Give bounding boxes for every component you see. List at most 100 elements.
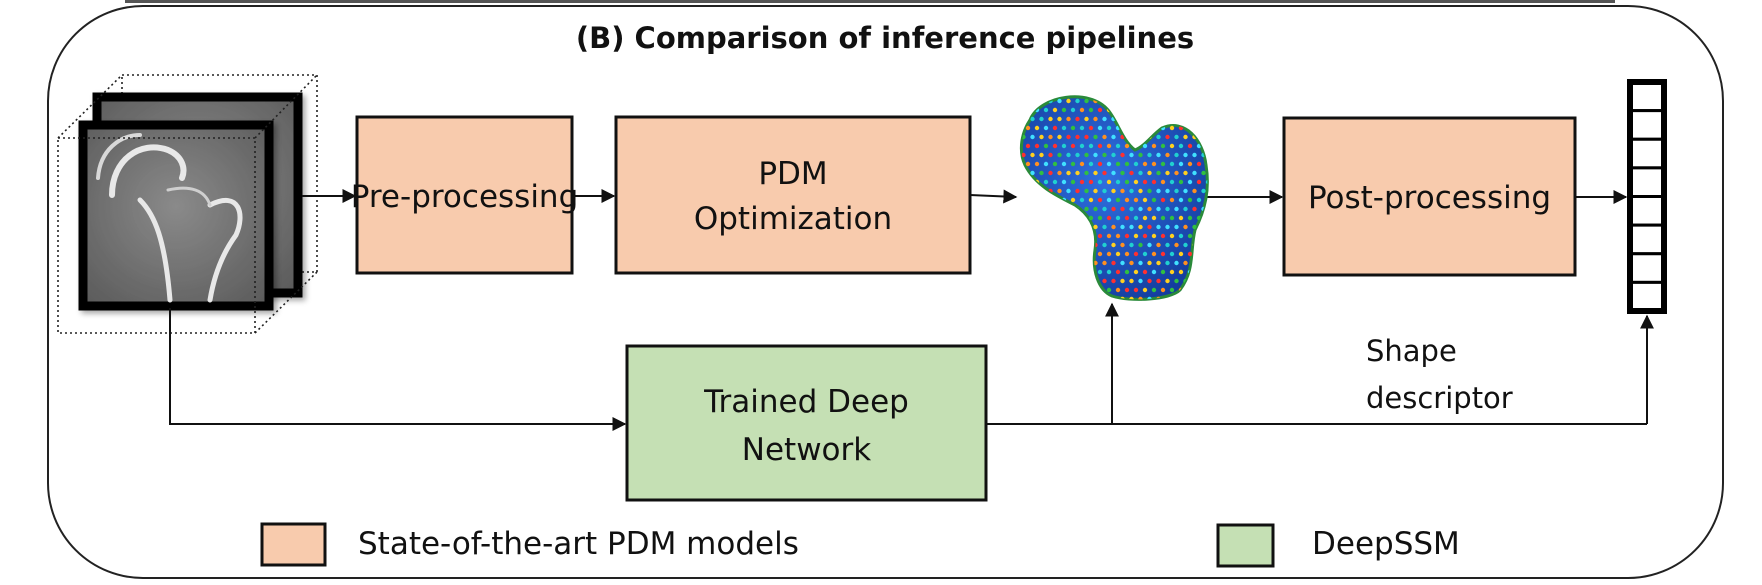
particle bbox=[1124, 125, 1130, 131]
particle bbox=[1017, 252, 1021, 256]
particle bbox=[1070, 125, 1076, 131]
particle bbox=[1097, 179, 1103, 185]
particle bbox=[1138, 188, 1143, 194]
particle bbox=[1129, 170, 1134, 176]
particle bbox=[1147, 98, 1152, 104]
particle bbox=[1057, 278, 1062, 284]
particle bbox=[1111, 134, 1116, 140]
particle bbox=[1147, 116, 1152, 122]
particle bbox=[1021, 116, 1026, 122]
particle bbox=[1057, 260, 1062, 266]
particle bbox=[1039, 98, 1044, 104]
particle bbox=[1165, 278, 1170, 284]
particle bbox=[1066, 170, 1071, 176]
particle bbox=[1079, 107, 1085, 113]
particle bbox=[1174, 152, 1179, 158]
particle bbox=[1061, 179, 1067, 185]
particle bbox=[1084, 98, 1089, 104]
particle bbox=[1174, 134, 1179, 140]
particle bbox=[1102, 116, 1107, 122]
particle bbox=[1115, 251, 1121, 257]
particle bbox=[1160, 251, 1166, 257]
particle bbox=[1079, 161, 1085, 167]
particle bbox=[1187, 215, 1193, 221]
particle bbox=[1106, 215, 1112, 221]
shape-descriptor-label-line2: descriptor bbox=[1366, 381, 1513, 415]
particle bbox=[1192, 188, 1197, 194]
particle bbox=[1174, 188, 1179, 194]
particle bbox=[1070, 215, 1076, 221]
particle bbox=[1061, 143, 1067, 149]
particle bbox=[1115, 143, 1121, 149]
particle bbox=[1187, 179, 1193, 185]
particle bbox=[1084, 188, 1089, 194]
particle bbox=[1183, 116, 1188, 122]
particle bbox=[1169, 287, 1175, 293]
particle bbox=[1088, 161, 1094, 167]
particle bbox=[1034, 161, 1040, 167]
particle bbox=[1057, 98, 1062, 104]
particle bbox=[1070, 233, 1076, 239]
particle bbox=[1057, 134, 1062, 140]
particle bbox=[1057, 152, 1062, 158]
particle bbox=[1187, 143, 1193, 149]
particle bbox=[1048, 278, 1053, 284]
particle bbox=[1142, 125, 1148, 131]
particle bbox=[1088, 179, 1094, 185]
particle bbox=[1057, 170, 1062, 176]
particle bbox=[1151, 215, 1157, 221]
particle bbox=[1084, 296, 1089, 300]
particle bbox=[1025, 215, 1031, 221]
particle bbox=[1156, 152, 1161, 158]
particle bbox=[1201, 242, 1206, 248]
particle bbox=[1052, 215, 1058, 221]
particle bbox=[1165, 116, 1170, 122]
particle bbox=[1111, 278, 1116, 284]
ct-scan-image-icon bbox=[57, 74, 318, 334]
particle bbox=[1088, 233, 1094, 239]
particle bbox=[1115, 269, 1121, 275]
particle bbox=[1205, 179, 1208, 185]
particle bbox=[1183, 206, 1188, 212]
particle bbox=[1169, 251, 1175, 257]
particle bbox=[1160, 215, 1166, 221]
particle bbox=[1070, 107, 1076, 113]
particle bbox=[1165, 224, 1170, 230]
particle bbox=[1124, 251, 1130, 257]
particle bbox=[1142, 107, 1148, 113]
particle bbox=[1120, 188, 1125, 194]
particle bbox=[1088, 287, 1094, 293]
particle bbox=[1030, 98, 1035, 104]
particle bbox=[1165, 98, 1170, 104]
particle bbox=[1106, 197, 1112, 203]
particle bbox=[1048, 206, 1053, 212]
particle bbox=[1160, 287, 1166, 293]
arrow-input-to-network bbox=[169, 308, 627, 431]
particle bbox=[1017, 126, 1021, 130]
particle bbox=[1201, 116, 1206, 122]
particle bbox=[1201, 260, 1206, 266]
particle bbox=[1133, 107, 1139, 113]
particle bbox=[1039, 278, 1044, 284]
particle bbox=[1030, 224, 1035, 230]
particle bbox=[1151, 179, 1157, 185]
particle bbox=[1084, 278, 1089, 284]
legend: State-of-the-art PDM models DeepSSM bbox=[260, 522, 1460, 568]
particle bbox=[1071, 90, 1075, 94]
particle bbox=[1025, 251, 1031, 257]
particle bbox=[1093, 296, 1098, 300]
particle bbox=[1142, 161, 1148, 167]
particle bbox=[1156, 278, 1161, 284]
particle bbox=[1021, 296, 1026, 300]
particle bbox=[1066, 206, 1071, 212]
particle bbox=[1129, 224, 1134, 230]
particle bbox=[1169, 215, 1175, 221]
particle bbox=[1138, 116, 1143, 122]
particle bbox=[1084, 260, 1089, 266]
diagram-title: (B) Comparison of inference pipelines bbox=[576, 21, 1194, 55]
particle bbox=[1088, 125, 1094, 131]
particle bbox=[1057, 188, 1062, 194]
particle bbox=[1043, 107, 1049, 113]
particle bbox=[1156, 242, 1161, 248]
particle bbox=[1129, 116, 1134, 122]
